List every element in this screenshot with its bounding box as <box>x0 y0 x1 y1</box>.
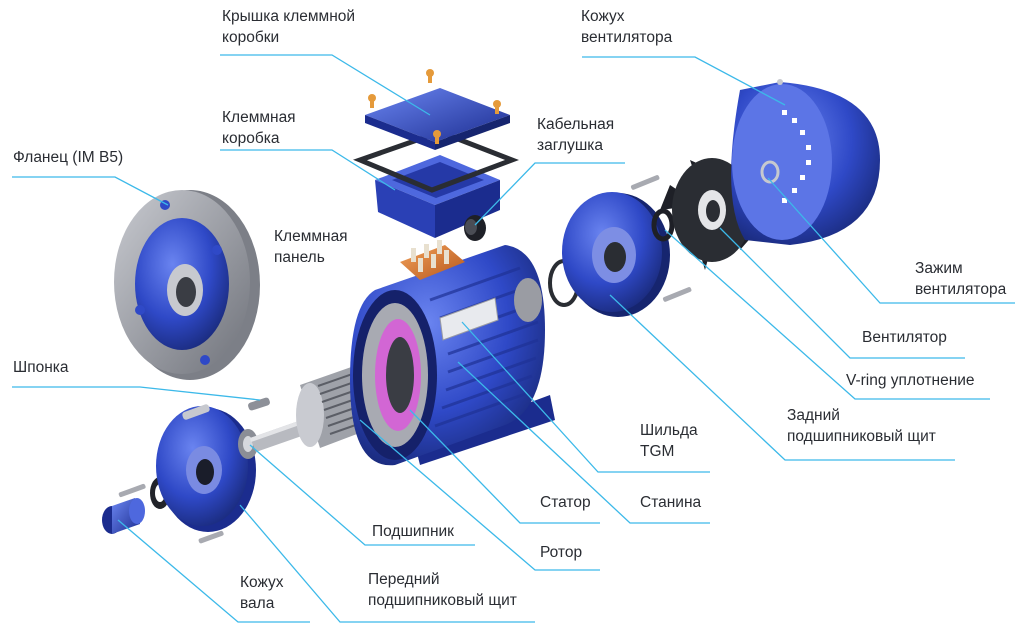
front-shield-part <box>156 404 256 532</box>
leader-flange <box>12 176 169 206</box>
leader-terminal-box <box>220 149 396 191</box>
leader-nameplate <box>461 321 710 473</box>
label-fan: Вентилятор <box>862 329 947 346</box>
label-terminal-box: Клеммная коробка <box>222 109 296 147</box>
leader-terminal-cover <box>220 54 431 116</box>
label-flange: Фланец (IM B5) <box>13 149 124 166</box>
terminal-cover-part <box>365 69 510 150</box>
label-rotor: Ротор <box>540 544 583 561</box>
label-frame: Станина <box>640 494 702 511</box>
leader-lines <box>12 54 1015 623</box>
vring-part <box>651 208 675 242</box>
leader-fan-cover <box>582 56 786 106</box>
label-terminal-panel: Клеммная панель <box>274 228 348 266</box>
shaft-cover-part <box>102 498 145 534</box>
label-fan-clamp: Зажим вентилятора <box>915 260 1007 298</box>
label-bearing: Подшипник <box>372 523 454 540</box>
frame-part <box>350 245 555 466</box>
cable-plug-part <box>464 215 486 241</box>
bolts-front <box>118 483 224 544</box>
leader-bearing <box>249 444 475 546</box>
terminal-box-part <box>375 155 500 238</box>
label-stator: Статор <box>540 494 591 511</box>
terminal-panel-part <box>400 240 465 280</box>
label-terminal-cover: Крышка клеммной коробки <box>222 8 356 46</box>
rear-shield-part <box>562 192 670 317</box>
leader-vring <box>664 229 990 400</box>
leader-shaft-cover <box>117 519 310 623</box>
fan-cover-part <box>731 79 880 245</box>
label-key: Шпонка <box>13 359 69 376</box>
label-fan-cover: Кожух вентилятора <box>581 8 673 46</box>
label-nameplate: Шильда TGM <box>640 422 698 460</box>
label-shaft-cover: Кожух вала <box>240 574 284 612</box>
leader-stator <box>409 409 600 524</box>
label-front-shield: Передний подшипниковый щит <box>368 571 517 609</box>
flange-part <box>114 190 260 380</box>
leader-fan <box>719 227 965 359</box>
leader-rotor <box>359 419 600 571</box>
label-cable-plug: Кабельная заглушка <box>537 116 615 154</box>
leader-fan-clamp <box>767 177 1015 304</box>
leader-cable-plug <box>474 162 625 226</box>
leader-key <box>12 386 261 401</box>
bolts-rear <box>630 175 692 302</box>
leader-front-shield <box>239 504 535 623</box>
leader-frame <box>457 361 710 524</box>
label-rear-shield: Задний подшипниковый щит <box>787 407 936 445</box>
nameplate-part <box>439 297 499 341</box>
key-part <box>248 397 270 411</box>
label-vring: V-ring уплотнение <box>846 372 975 389</box>
leader-rear-shield <box>609 294 955 461</box>
